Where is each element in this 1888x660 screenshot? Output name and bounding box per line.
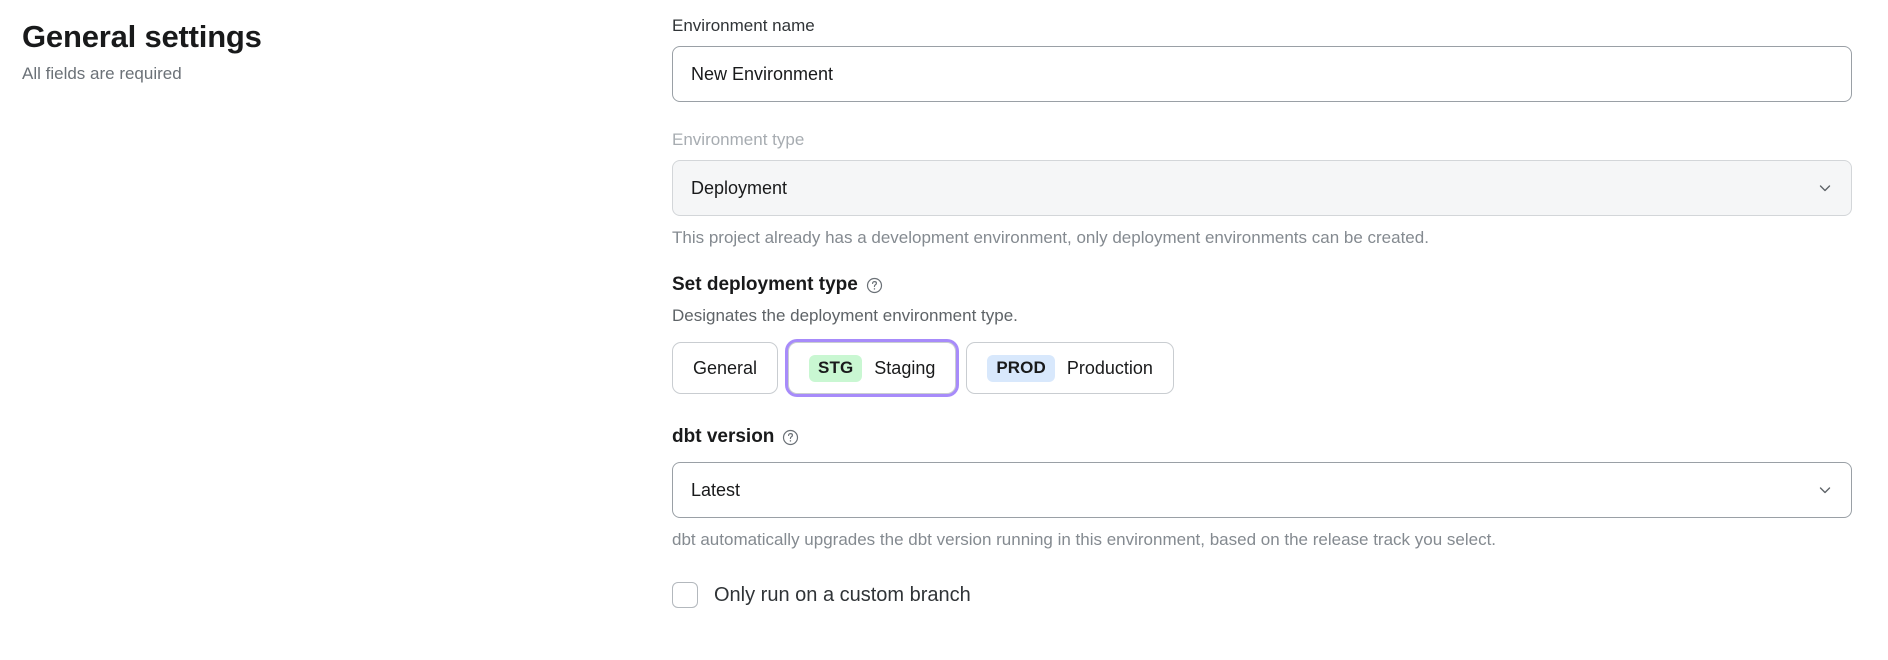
deployment-type-option-staging-label: Staging [874,357,936,378]
staging-badge: STG [809,354,863,382]
dbt-version-field-group: dbt version Latest dbt aut [672,424,1852,552]
environment-type-helper-text: This project already has a development e… [672,228,1429,247]
environment-type-label: Environment type [672,130,805,149]
question-circle-icon[interactable] [782,429,799,446]
deployment-type-heading: Set deployment type [672,272,1852,298]
deployment-type-description: Designates the deployment environment ty… [672,306,1018,325]
custom-branch-label: Only run on a custom branch [714,584,971,606]
dbt-version-heading: dbt version [672,424,1852,450]
page-subtitle: All fields are required [22,64,182,83]
dbt-version-select[interactable]: Latest [672,462,1852,518]
dbt-version-label: dbt version [672,426,775,447]
deployment-type-option-general-label: General [693,357,758,378]
production-badge: PROD [987,354,1055,382]
dbt-version-helper-text: dbt automatically upgrades the dbt versi… [672,530,1497,549]
environment-name-label: Environment name [672,16,815,35]
environment-type-value: Deployment [691,177,788,198]
environment-type-select[interactable]: Deployment [672,160,1852,216]
chevron-down-icon [1817,482,1833,498]
deployment-type-option-general[interactable]: General [672,342,779,394]
deployment-type-group: Set deployment type Designates the deplo… [672,272,1852,394]
question-circle-icon[interactable] [866,277,883,294]
deployment-type-title: Set deployment type [672,274,858,295]
environment-type-field-group: Environment type Deployment This project… [672,128,1852,250]
custom-branch-row[interactable]: Only run on a custom branch [672,582,1852,608]
settings-header: General settings All fields are required [22,18,622,86]
chevron-down-icon [1817,180,1833,196]
page-title: General settings [22,19,262,54]
deployment-type-button-group: General STG Staging PROD Production [672,342,1852,394]
deployment-type-option-production-label: Production [1066,357,1153,378]
deployment-type-option-production[interactable]: PROD Production [966,342,1174,394]
deployment-type-option-staging[interactable]: STG Staging [788,342,957,394]
dbt-version-value: Latest [691,479,741,500]
environment-name-input[interactable]: New Environment [672,46,1852,102]
custom-branch-checkbox[interactable] [672,582,698,608]
settings-form: Environment name New Environment Environ… [672,14,1852,608]
environment-name-field-group: Environment name New Environment [672,14,1852,102]
